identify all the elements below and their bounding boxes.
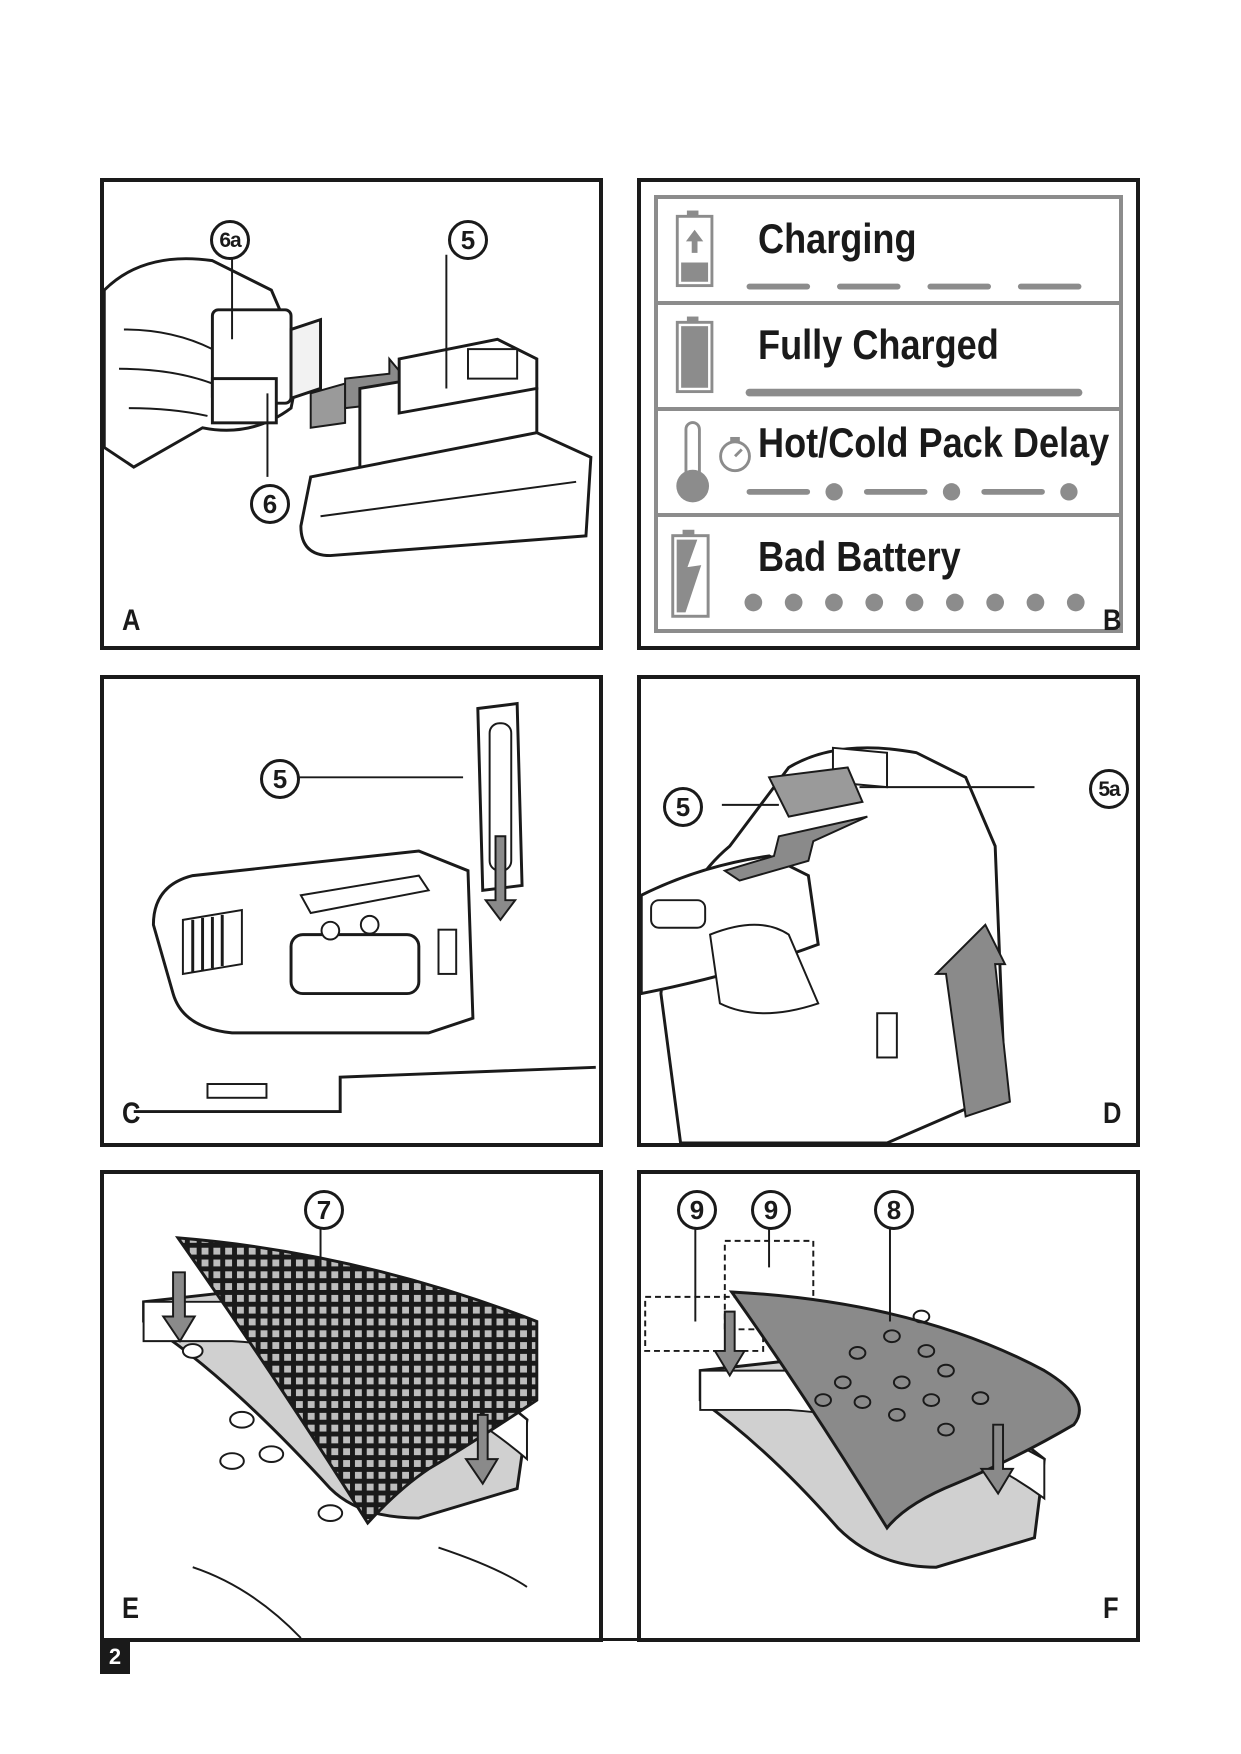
figure-letter: A (122, 604, 140, 638)
row-charging: Charging (658, 199, 1119, 305)
figure-letter: F (1103, 1592, 1119, 1626)
battery-into-sander-illustration (104, 679, 599, 1143)
row-label-fully-charged: Fully Charged (758, 321, 999, 369)
battery-insert-illustration (104, 182, 599, 646)
callout-5a: 5a (1089, 769, 1129, 809)
callout-5: 5 (448, 220, 488, 260)
figure-e: 7 E (100, 1170, 603, 1642)
callout-5: 5 (260, 759, 300, 799)
row-fully-charged: Fully Charged (658, 305, 1119, 411)
row-label-charging: Charging (758, 215, 917, 263)
charge-indicator-table: Charging Fully Charged (654, 195, 1123, 633)
callout-5: 5 (663, 787, 703, 827)
figure-letter: C (122, 1097, 140, 1131)
sanding-mesh-attach-illustration (104, 1174, 599, 1638)
figure-letter: E (122, 1592, 139, 1626)
callout-9-left: 9 (677, 1190, 717, 1230)
sanding-sheet-attach-illustration (641, 1174, 1136, 1638)
figure-b: Charging Fully Charged (637, 178, 1140, 650)
callout-6: 6 (250, 484, 290, 524)
callout-7: 7 (304, 1190, 344, 1230)
row-label-hot-cold-delay: Hot/Cold Pack Delay (758, 419, 1109, 467)
row-bad-battery: Bad Battery (658, 517, 1119, 632)
figure-c: 5 C (100, 675, 603, 1147)
figure-letter: B (1103, 604, 1121, 638)
figure-a: 6a 5 6 A (100, 178, 603, 650)
callout-6a: 6a (210, 220, 250, 260)
callout-8: 8 (874, 1190, 914, 1230)
page-number: 2 (100, 1640, 130, 1674)
row-label-bad-battery: Bad Battery (758, 533, 961, 581)
figure-f: 9 9 8 F (637, 1170, 1140, 1642)
footer-rule (100, 1638, 1130, 1641)
figure-d: 5 5a D (637, 675, 1140, 1147)
battery-removal-illustration (641, 679, 1136, 1143)
row-hot-cold-delay: Hot/Cold Pack Delay (658, 411, 1119, 517)
figure-letter: D (1103, 1097, 1121, 1131)
callout-9-right: 9 (751, 1190, 791, 1230)
